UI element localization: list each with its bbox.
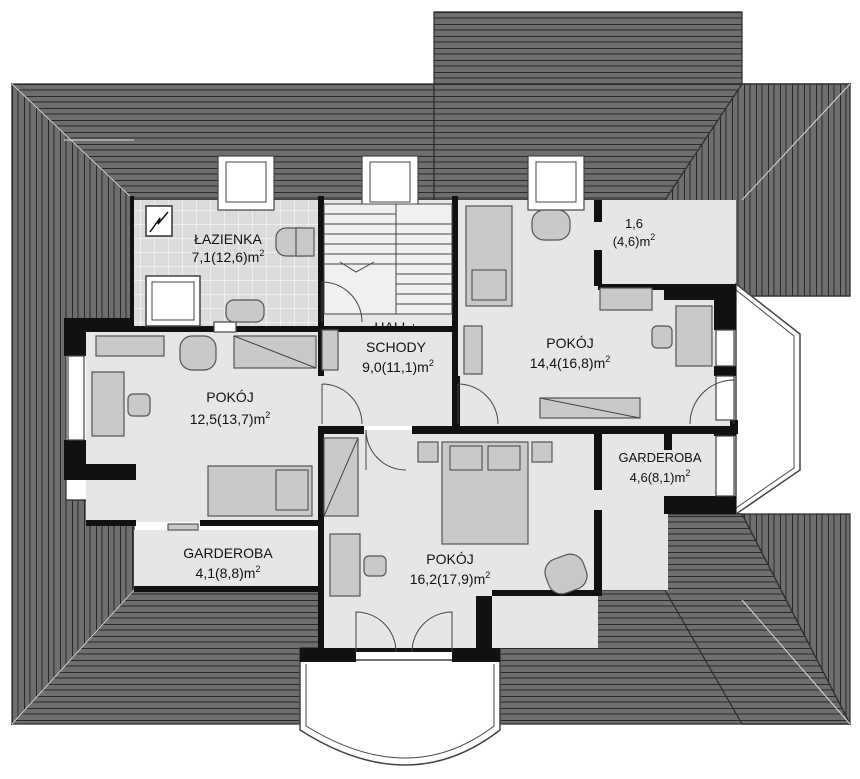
room-name-garderoba-e: GARDEROBA (618, 450, 701, 465)
shower (145, 275, 201, 327)
room-name-lazienka: ŁAZIENKA (194, 231, 262, 247)
room-area-pokoj-ne: 14,4(16,8) (530, 355, 594, 371)
armchair-s (544, 553, 588, 595)
walls (64, 196, 738, 662)
room-name-pokoj-ne: POKÓJ (546, 335, 593, 351)
svg-text:4,6(8,1)m2: 4,6(8,1)m2 (630, 468, 691, 485)
roof (10, 11, 852, 726)
room-area-lazienka: 7,1(12,6) (192, 249, 248, 265)
radiator-hall (321, 329, 339, 371)
room-name-hall: HALL+ (374, 319, 417, 335)
armchair-ne (531, 209, 571, 241)
roof-window-right (527, 155, 585, 211)
desk-w (91, 371, 125, 437)
room-name-pokoj-s: POKÓJ (426, 551, 473, 567)
room-area-pokoj-w: 12,5(13,7) (190, 411, 254, 427)
svg-text:12,5(13,7)m2: 12,5(13,7)m2 (190, 410, 271, 427)
bed-w (207, 465, 313, 517)
shelf-w (95, 335, 165, 357)
room-name-garderoba-sw: GARDEROBA (183, 545, 273, 561)
room-labels: ŁAZIENKA 7,1(12,6)m2 HALL+ SCHODY 9,0(11… (183, 216, 702, 587)
bay-window (735, 282, 801, 516)
room-area-garderoba-e: 4,6(8,1) (630, 470, 675, 485)
desk-ne (675, 305, 713, 367)
desk-s (329, 533, 361, 597)
roof-window-left (217, 155, 275, 211)
roof-windows (217, 155, 585, 211)
radiator-ne (463, 325, 483, 375)
room-name-hall-2: SCHODY (366, 339, 427, 355)
doors (321, 281, 735, 653)
furniture (91, 205, 713, 597)
room-name-pokoj-w: POKÓJ (206, 389, 253, 405)
stairs (323, 203, 453, 315)
room-area-small: (4,6) (613, 234, 640, 249)
room-area-pokoj-s: 16,2(17,9) (410, 571, 474, 587)
room-name-small: 1,6 (625, 216, 643, 231)
svg-text:9,0(11,1)m2: 9,0(11,1)m2 (362, 358, 434, 375)
room-area-hall: 9,0(11,1) (362, 359, 417, 375)
bed-ne (465, 205, 513, 307)
svg-text:16,2(17,9)m2: 16,2(17,9)m2 (410, 570, 491, 587)
svg-text:14,4(16,8)m2: 14,4(16,8)m2 (530, 354, 611, 371)
sink (225, 299, 265, 323)
shelf-ne (599, 287, 653, 311)
svg-text:4,1(8,8)m2: 4,1(8,8)m2 (196, 564, 261, 581)
wall-windows (67, 321, 735, 497)
double-bed (441, 441, 529, 545)
svg-text:(4,6)m2: (4,6)m2 (613, 232, 656, 249)
room-area-garderoba-sw: 4,1(8,8) (196, 565, 244, 581)
svg-text:7,1(12,6)m2: 7,1(12,6)m2 (192, 248, 265, 265)
armchair-w (179, 335, 217, 371)
balcony (299, 659, 501, 766)
roof-window-center (361, 155, 419, 211)
